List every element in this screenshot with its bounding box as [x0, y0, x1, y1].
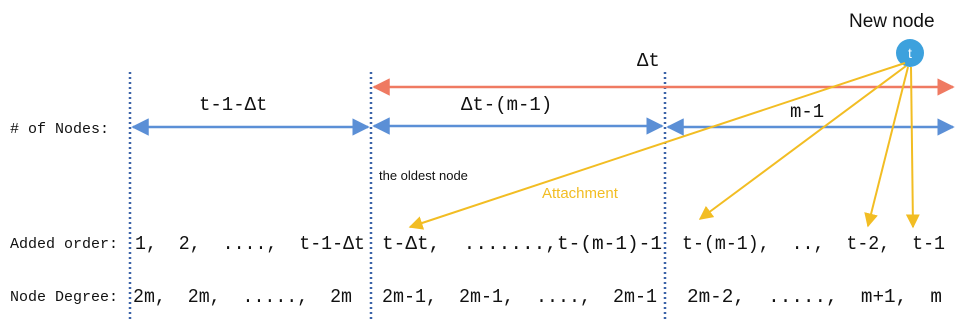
degree-segment-1: 2m, 2m, ....., 2m [133, 286, 352, 308]
order-segment-2: t-Δt, .......,t-(m-1)-1 [382, 233, 662, 255]
segment-3-count: m-1 [790, 101, 824, 123]
delta-t-label: Δt [637, 50, 660, 72]
order-segment-1: 1, 2, ...., t-1-Δt [135, 233, 365, 255]
attachment-arrow-t-minus-1 [905, 66, 920, 229]
attachment-label: Attachment [542, 185, 619, 202]
order-segment-3: t-(m-1), .., t-2, t-1 [682, 233, 945, 255]
attachment-arrow-t-minus-m-1 [698, 65, 907, 220]
row-label-order: Added order: [10, 236, 118, 253]
degree-segment-3: 2m-2, ....., m+1, m [687, 286, 942, 308]
new-node-label: t [908, 45, 912, 61]
segment-1-count: t-1-Δt [199, 94, 267, 116]
degree-segment-2: 2m-1, 2m-1, ...., 2m-1 [382, 286, 657, 308]
row-label-nodes: # of Nodes: [10, 121, 109, 138]
new-node-circle [896, 39, 924, 67]
attachment-arrow-t-minus-2 [864, 66, 909, 228]
new-node-heading: New node [849, 11, 935, 32]
attachment-arrow-oldest [408, 62, 906, 230]
segment-2-count: Δt-(m-1) [461, 94, 552, 116]
row-label-degree: Node Degree: [10, 289, 118, 306]
oldest-node-note: the oldest node [379, 168, 468, 183]
